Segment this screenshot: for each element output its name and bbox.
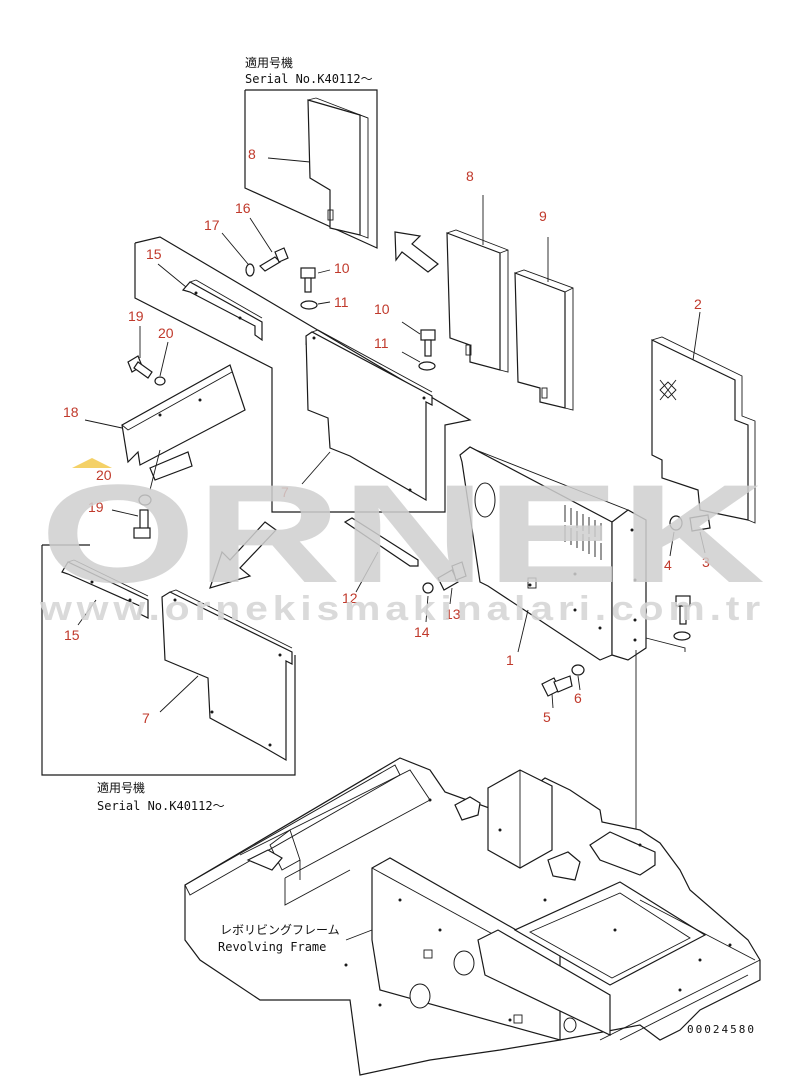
callout-1: 1	[506, 652, 514, 668]
callout-8: 8	[466, 168, 474, 184]
callout-4: 4	[664, 557, 672, 573]
inset-top-serial-label: Serial No.K40112～	[245, 72, 373, 86]
washer-11-lower: 11	[374, 335, 436, 371]
revolving-frame	[184, 757, 761, 1076]
bracket-group-outline	[134, 236, 472, 513]
callout-20-lower: 20	[96, 467, 112, 483]
louver-vents	[564, 505, 602, 560]
frame-jp-label: レボリビングフレーム	[220, 923, 340, 937]
callout-20-upper: 20	[158, 325, 174, 341]
bracket-18: 18	[63, 364, 246, 481]
panel-8-inset	[307, 99, 361, 236]
bolt-10-upper: 10	[300, 260, 350, 293]
watermark: ORNEK www.ornekismakinalari.com.tr	[39, 455, 765, 628]
bolt-10-lower: 10	[374, 301, 436, 357]
callout-7-main: 7	[281, 484, 289, 500]
callout-16: 16	[235, 200, 251, 216]
callout-11-upper: 11	[334, 294, 349, 310]
callout-7-inset: 7	[142, 710, 150, 726]
callout-14: 14	[414, 624, 430, 640]
bracket-15: 15	[146, 246, 263, 342]
bolt-19-upper: 19	[127, 308, 153, 379]
callout-19-lower: 19	[88, 499, 104, 515]
inset-bottom-jp-label: 適用号機	[97, 780, 145, 795]
bolt-13: 13	[437, 561, 467, 622]
callout-19-upper: 19	[128, 308, 144, 324]
washer-11-upper: 11	[300, 294, 349, 310]
frame-en-label: Revolving Frame	[218, 940, 326, 954]
watermark-accent-icon	[72, 458, 112, 468]
washer-14: 14	[414, 582, 434, 640]
callout-9: 9	[539, 208, 547, 224]
callout-8-inset: 8	[248, 146, 256, 162]
washer-4: 4	[664, 515, 683, 573]
watermark-brand: ORNEK	[40, 455, 765, 612]
bolt-19-lower: 19	[88, 499, 151, 539]
callout-10-lower: 10	[374, 301, 390, 317]
inset-top-jp-label: 適用号機	[245, 55, 293, 70]
bolt-right-unlabeled	[673, 595, 691, 641]
bolt-16: 16	[235, 200, 289, 272]
callout-11-lower: 11	[374, 335, 389, 351]
callout-15: 15	[146, 246, 162, 262]
callout-2: 2	[694, 296, 702, 312]
callout-6: 6	[574, 690, 582, 706]
callout-12: 12	[342, 590, 358, 606]
panel-2: 2	[651, 296, 756, 524]
cover-7-main: 7	[281, 329, 433, 502]
callout-13: 13	[445, 606, 461, 622]
callout-10-upper: 10	[334, 260, 350, 276]
arrow-to-bottom-inset	[209, 521, 277, 589]
panel-9: 9	[514, 208, 574, 411]
bracket-12: 12	[342, 517, 419, 606]
arrow-to-top-inset	[394, 231, 439, 273]
inset-bottom-serial-label: Serial No.K40112～	[97, 799, 225, 813]
washer-20-upper: 20	[154, 325, 174, 386]
inset-top-serial: 適用号機 Serial No.K40112～ 8	[244, 55, 378, 249]
panel-1: 1	[459, 446, 686, 1025]
washer-6: 6	[571, 664, 585, 706]
bolt-5: 5	[541, 675, 573, 725]
callout-17: 17	[204, 217, 220, 233]
watermark-url: www.ornekismakinalari.com.tr	[39, 590, 765, 628]
bolt-3: 3	[689, 514, 711, 570]
washer-17: 17	[204, 217, 255, 277]
callout-15-inset: 15	[64, 627, 80, 643]
drawing-number: 00024580	[687, 1023, 756, 1036]
panel-8: 8	[446, 168, 509, 373]
callout-3: 3	[702, 554, 710, 570]
callout-18: 18	[63, 404, 79, 420]
washer-20-lower: 20	[96, 449, 161, 506]
inset-bottom-serial: 適用号機 Serial No.K40112～ 15 7	[41, 544, 296, 813]
callout-5: 5	[543, 709, 551, 725]
